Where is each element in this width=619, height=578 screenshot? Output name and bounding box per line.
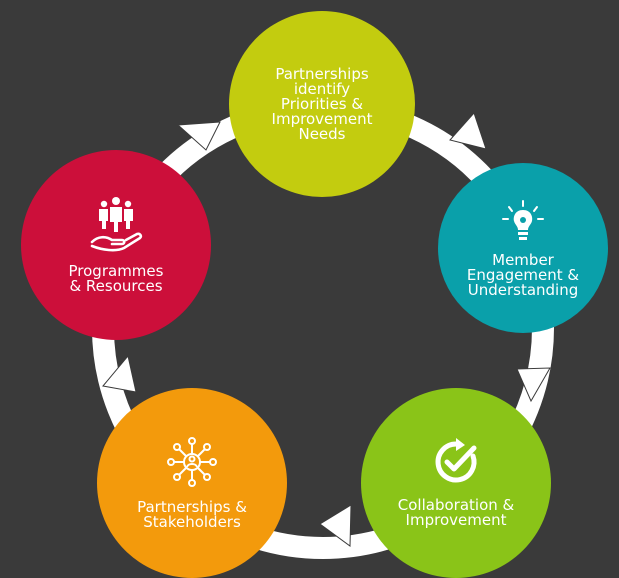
node-stakeholders-label: Partnerships & Stakeholders [137, 498, 247, 531]
node-collaboration: Collaboration & Improvement [361, 388, 551, 578]
node-engagement: Member Engagement & Understanding [438, 163, 608, 333]
arrowhead-5 [102, 354, 137, 393]
node-stakeholders: Partnerships & Stakeholders [97, 388, 287, 578]
arrowhead-1 [176, 121, 221, 151]
node-priorities: Partnerships identify Priorities & Impro… [229, 11, 415, 197]
network-people-icon [167, 437, 217, 487]
node-engagement-label: Member Engagement & Understanding [466, 250, 580, 299]
refresh-check-icon [435, 438, 477, 483]
node-programmes-label: Programmes & Resources [68, 262, 164, 295]
arrowhead-4 [319, 504, 352, 547]
arrowhead-2 [449, 112, 487, 150]
hand-people-icon [90, 197, 143, 252]
node-programmes: Programmes & Resources [21, 150, 211, 340]
node-collaboration-label: Collaboration & Improvement [397, 496, 515, 529]
arrowhead-3 [516, 367, 551, 403]
node-priorities-label: Partnerships identify Priorities & Impro… [271, 64, 373, 143]
lightbulb-head-icon [502, 199, 544, 240]
